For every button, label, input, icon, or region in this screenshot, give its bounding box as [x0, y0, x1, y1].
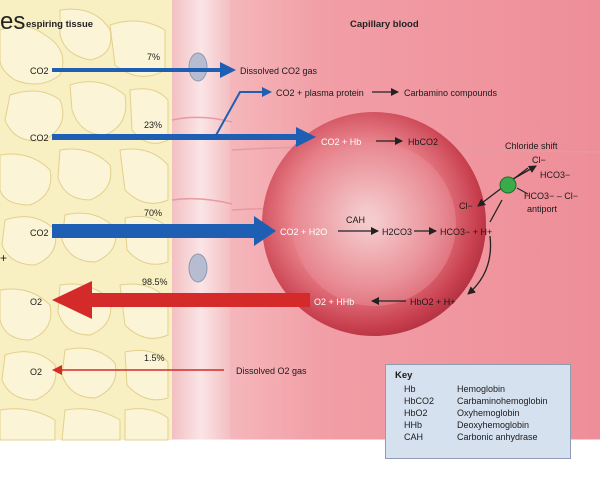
- key-definition: Deoxyhemoglobin: [457, 420, 530, 430]
- label-h2co3: H2CO3: [382, 227, 412, 237]
- chloride-shift-hco3: HCO3−: [540, 170, 570, 180]
- reaction-arrows: [338, 88, 537, 305]
- pct-co2-dissolved: 7%: [147, 52, 160, 62]
- key-box: Key Hb Hemoglobin HbCO2 Carbaminohemoglo…: [385, 364, 571, 459]
- chloride-shift-antiport-ions: HCO3− – Cl−: [524, 191, 578, 201]
- key-row: Hb Hemoglobin: [386, 384, 572, 395]
- chloride-shift-antiport: antiport: [527, 204, 558, 214]
- pct-o2-hb: 98.5%: [142, 277, 168, 287]
- label-co2-plus-hb: CO2 + Hb: [321, 137, 361, 147]
- header-tissue-partial: es: [0, 8, 25, 35]
- antiport-pointer: [516, 187, 529, 195]
- label-carbamino: Carbamino compounds: [404, 88, 498, 98]
- endothelial-nucleus-bottom: [188, 253, 208, 283]
- co2-dissolved-arrow: [52, 62, 236, 78]
- header-capillary-blood: Capillary blood: [350, 19, 419, 30]
- key-row: HbO2 Oxyhemoglobin: [386, 408, 572, 419]
- pct-o2-dissolved: 1.5%: [144, 353, 165, 363]
- key-abbr: CAH: [404, 432, 424, 442]
- pct-co2-hb: 23%: [144, 120, 162, 130]
- key-row: HbCO2 Carbaminohemoglobin: [386, 396, 572, 407]
- key-abbr: Hb: [404, 384, 416, 394]
- tissue-o2-label-2: O2: [30, 367, 42, 377]
- key-definition: Hemoglobin: [457, 384, 506, 394]
- key-row: HHb Deoxyhemoglobin: [386, 420, 572, 431]
- key-definition: Oxyhemoglobin: [457, 408, 520, 418]
- co2-hb-arrow: [52, 127, 316, 147]
- antiport-icon: [499, 176, 517, 194]
- tissue-co2-label-1: CO2: [30, 66, 49, 76]
- pct-co2-bicarb: 70%: [144, 208, 162, 218]
- label-dissolved-o2: Dissolved O2 gas: [236, 366, 307, 376]
- label-cah: CAH: [346, 215, 365, 225]
- o2-hemoglobin-arrow: [52, 281, 310, 319]
- endothelial-nucleus-top: [188, 52, 208, 82]
- key-definition: Carbaminohemoglobin: [457, 396, 548, 406]
- red-blood-cell-center: [292, 142, 456, 306]
- key-abbr: HHb: [404, 420, 423, 430]
- arrow-hco3-in-from-cell: [489, 199, 503, 223]
- label-dissolved-co2: Dissolved CO2 gas: [240, 66, 318, 76]
- tissue-co2-label-3: CO2: [30, 228, 49, 238]
- left-edge-mark: +: [0, 251, 7, 265]
- arrow-h-to-hbo2: [467, 235, 492, 295]
- label-o2-hhb: O2 + HHb: [314, 297, 354, 307]
- label-co2-plasma-protein: CO2 + plasma protein: [276, 88, 364, 98]
- tissue-co2-label-2: CO2: [30, 133, 49, 143]
- label-cl-inside: Cl−: [459, 201, 473, 211]
- header-respiring-tissue: espiring tissue: [26, 19, 93, 30]
- label-hbo2-h: HbO2 + H+: [410, 297, 456, 307]
- capillary-right-edge: [600, 0, 610, 488]
- o2-dissolved-arrow: [52, 365, 224, 375]
- co2-plasma-protein-branch: [214, 87, 272, 138]
- chloride-shift-title: Chloride shift: [505, 141, 558, 151]
- key-row: CAH Carbonic anhydrase: [386, 432, 572, 443]
- label-hbco2: HbCO2: [408, 137, 438, 147]
- key-abbr: HbCO2: [404, 396, 435, 406]
- key-definition: Carbonic anhydrase: [457, 432, 538, 442]
- chloride-shift-cl: Cl−: [532, 155, 546, 165]
- label-hco3-h: HCO3− + H+: [440, 227, 492, 237]
- key-abbr: HbO2: [404, 408, 428, 418]
- tissue-o2-label-1: O2: [30, 297, 42, 307]
- key-title: Key: [395, 370, 413, 381]
- co2-bicarbonate-arrow: [52, 216, 276, 246]
- label-co2-plus-h2o: CO2 + H2O: [280, 227, 327, 237]
